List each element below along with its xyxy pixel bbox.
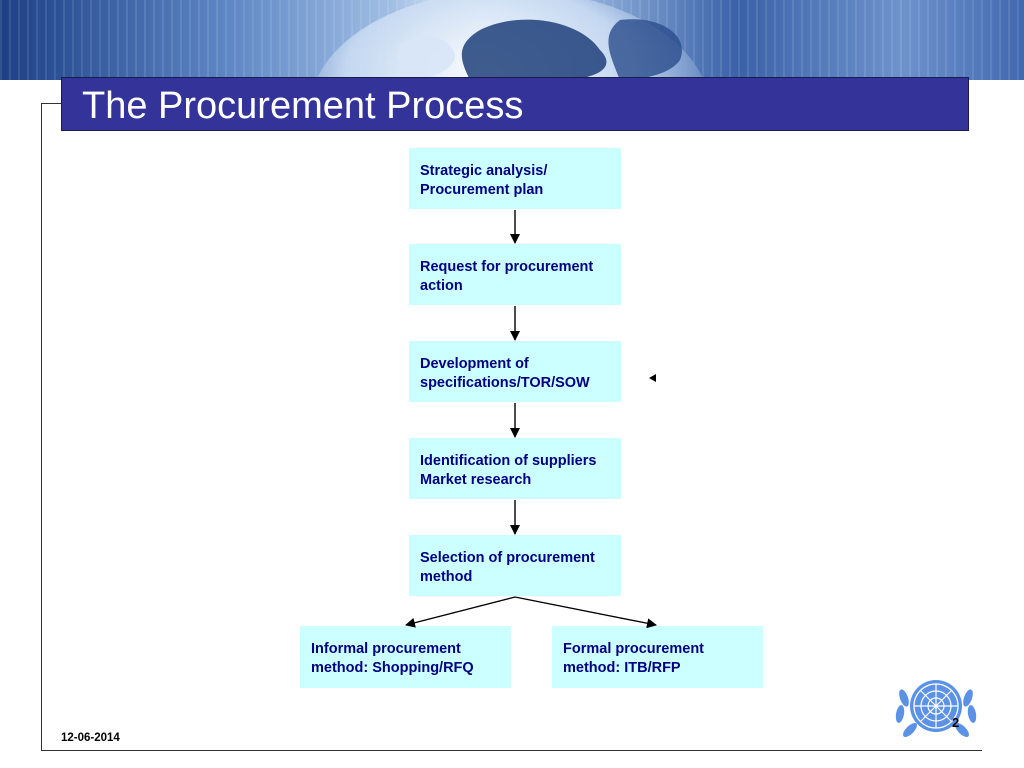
branch-text-line1: Formal procurement bbox=[563, 641, 704, 657]
step-text-line1: Identification of suppliers bbox=[420, 453, 597, 469]
footer-date: 12-06-2014 bbox=[61, 732, 120, 744]
step-request-for-procurement: Request for procurement action bbox=[409, 244, 621, 305]
frame-left-line bbox=[41, 103, 42, 751]
frame-top-line bbox=[41, 103, 61, 104]
branch-formal-procurement: Formal procurement method: ITB/RFP bbox=[552, 626, 763, 688]
page-number: 2 bbox=[952, 715, 960, 730]
un-emblem-icon bbox=[895, 680, 977, 737]
header-banner bbox=[0, 0, 1024, 80]
branch-informal-procurement: Informal procurement method: Shopping/RF… bbox=[300, 626, 511, 688]
step-text-line1: Selection of procurement bbox=[420, 550, 595, 566]
title-bar: The Procurement Process bbox=[61, 77, 969, 131]
arrow-to-formal bbox=[514, 596, 657, 629]
step-text-line2: method bbox=[420, 569, 473, 585]
branch-text-line2: method: ITB/RFP bbox=[563, 660, 681, 676]
pointer-triangle-icon bbox=[649, 374, 656, 382]
arrow-to-informal bbox=[405, 596, 516, 628]
step-development-of-specifications: Development of specifications/TOR/SOW bbox=[409, 341, 621, 402]
branch-text-line2: method: Shopping/RFQ bbox=[311, 660, 474, 676]
step-text-line2: Market research bbox=[420, 472, 532, 488]
step-strategic-analysis: Strategic analysis/ Procurement plan bbox=[409, 148, 621, 209]
step-text-line2: Procurement plan bbox=[420, 182, 544, 198]
page-title: The Procurement Process bbox=[82, 85, 524, 127]
step-text-line1: Strategic analysis/ bbox=[420, 163, 548, 179]
step-text-line2: action bbox=[420, 278, 463, 294]
frame-bottom-line bbox=[41, 750, 982, 751]
branch-text-line1: Informal procurement bbox=[311, 641, 461, 657]
step-selection-of-method: Selection of procurement method bbox=[409, 535, 621, 596]
step-text-line2: specifications/TOR/SOW bbox=[420, 375, 590, 391]
step-text-line1: Request for procurement bbox=[420, 259, 594, 275]
globe-icon bbox=[316, 0, 704, 80]
step-text-line1: Development of bbox=[420, 356, 529, 372]
step-identification-of-suppliers: Identification of suppliers Market resea… bbox=[409, 438, 621, 499]
